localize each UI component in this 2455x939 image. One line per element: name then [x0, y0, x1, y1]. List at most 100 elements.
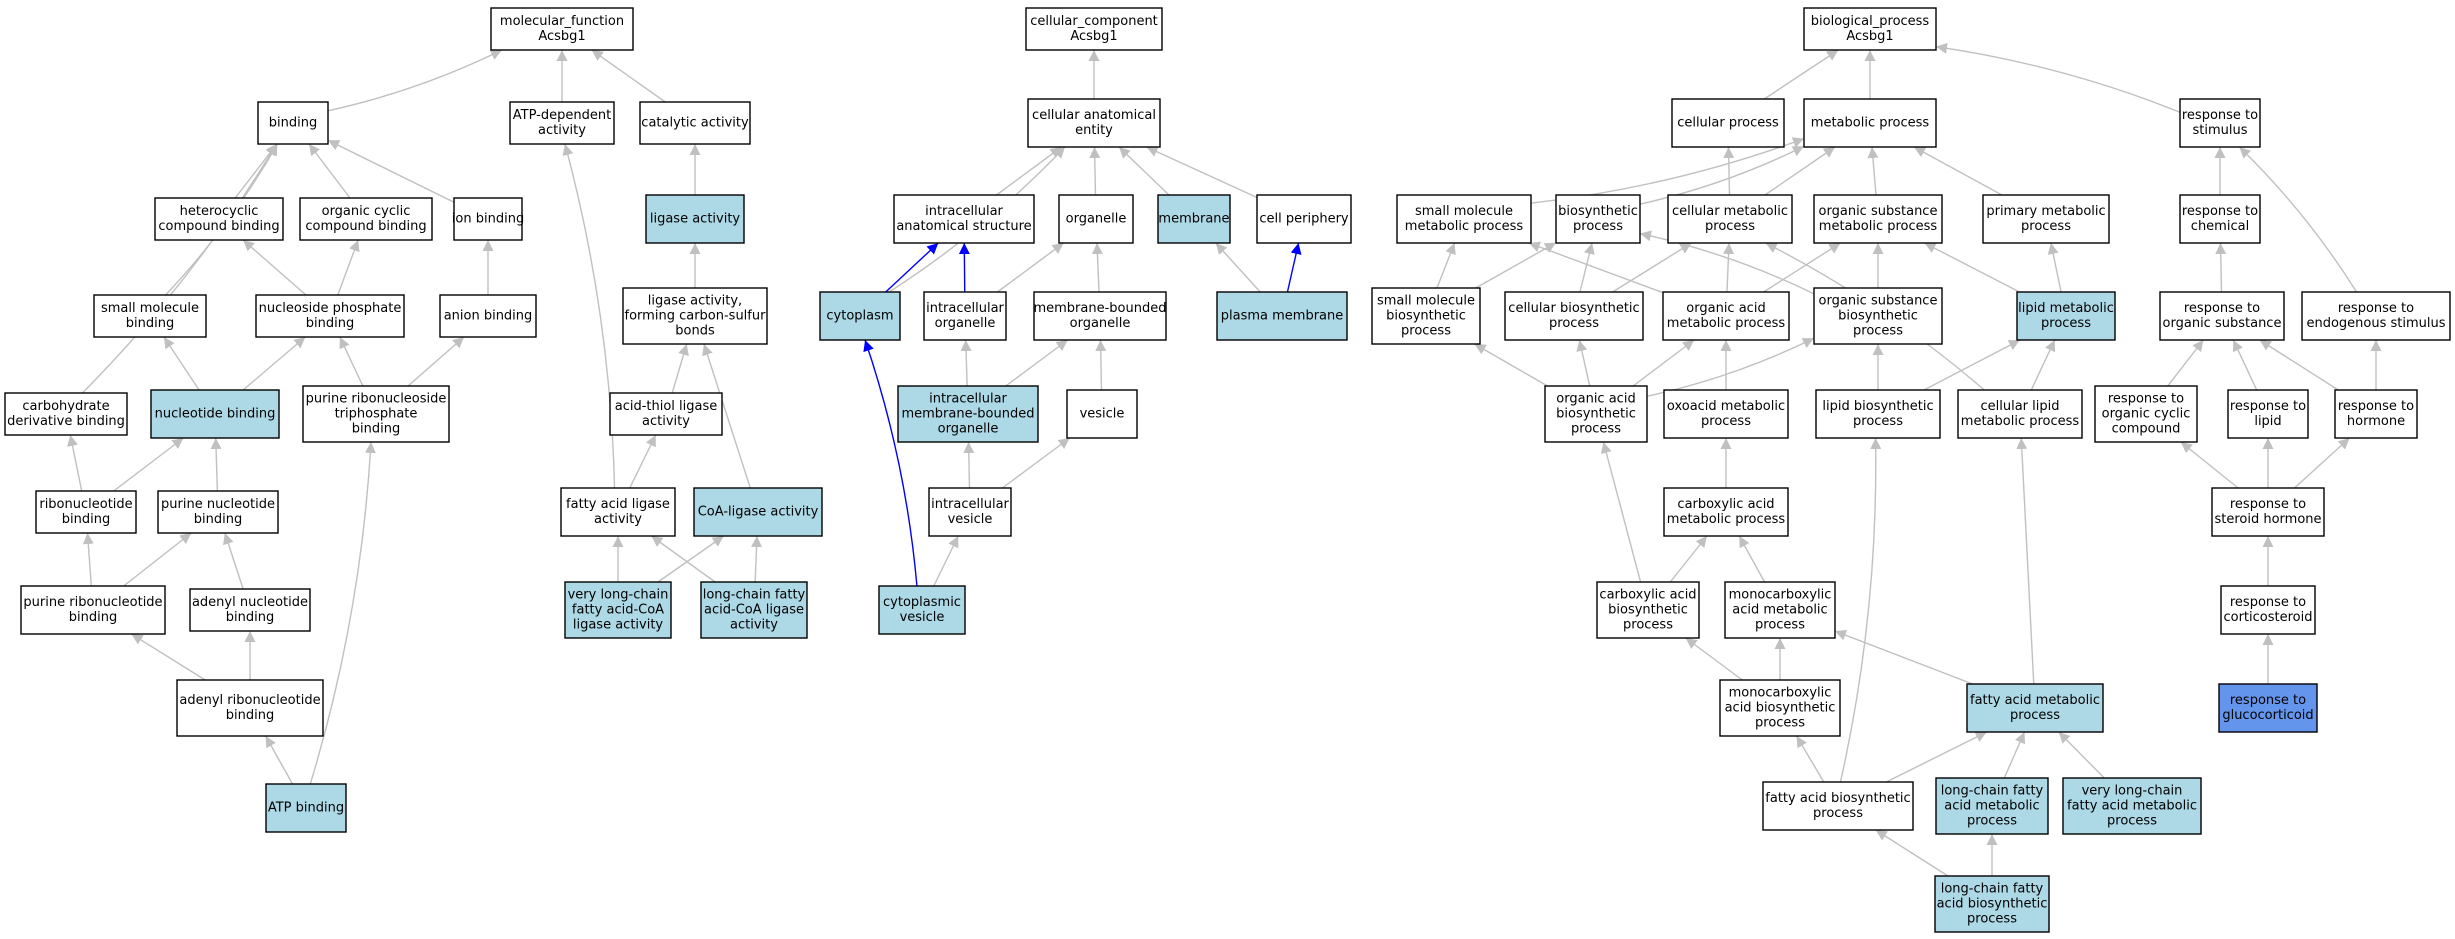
node-label: binding [226, 610, 274, 625]
node-coaligase[interactable]: CoA-ligase activity [693, 487, 823, 537]
node-anion[interactable]: anion binding [439, 294, 537, 338]
node-membrane[interactable]: membrane [1157, 194, 1231, 244]
node-plasma[interactable]: plasma membrane [1216, 291, 1348, 341]
edge-stimulus-to-bp [1935, 42, 2181, 113]
node-label: intracellular [926, 301, 1004, 316]
node-ligasecs[interactable]: ligase activity,forming carbon-sulfurbon… [622, 287, 768, 345]
node-label: response to [2338, 301, 2414, 316]
node-box [2218, 683, 2318, 733]
node-atpbinding[interactable]: ATP binding [265, 783, 347, 833]
node-box [490, 7, 634, 51]
node-metproc[interactable]: metabolic process [1803, 98, 1937, 148]
edge-periphery-to-cae [1146, 146, 1258, 199]
node-vesicle[interactable]: vesicle [1066, 389, 1138, 439]
node-nucleotide[interactable]: nucleotide binding [150, 389, 280, 439]
node-ligase[interactable]: ligase activity [645, 194, 745, 244]
node-cytoplasm[interactable]: cytoplasm [819, 291, 901, 341]
node-label: cytoplasmic [883, 595, 961, 610]
edge-purribo-to-ribonuc [82, 532, 94, 587]
node-label: process [1573, 219, 1623, 234]
edge-hetero-to-binding [234, 143, 278, 199]
edge-lipid-to-orgsub [2232, 339, 2258, 391]
edge-fabp-to-mcabp [1795, 735, 1825, 783]
node-catalytic[interactable]: catalytic activity [639, 101, 751, 145]
node-ion[interactable]: ion binding [452, 197, 524, 241]
node-organelle[interactable]: organelle [1058, 194, 1134, 244]
node-label: adenyl nucleotide [192, 595, 308, 610]
node-label: binding [194, 512, 242, 527]
node-label: nucleotide binding [155, 407, 276, 422]
node-periphery[interactable]: cell periphery [1256, 194, 1352, 244]
node-binding[interactable]: binding [257, 101, 329, 145]
node-label: cellular biosynthetic [1508, 301, 1639, 316]
node-box [2334, 389, 2418, 439]
node-box [2227, 389, 2309, 439]
node-cellproc[interactable]: cellular process [1671, 98, 1785, 148]
edge-adenylribo-to-purribo [131, 633, 206, 681]
edge-nucphos-to-hetero [242, 239, 307, 296]
edge-membrane-to-cae [1118, 146, 1170, 196]
node-label: organelle [1066, 212, 1127, 227]
node-label: derivative binding [7, 414, 125, 429]
